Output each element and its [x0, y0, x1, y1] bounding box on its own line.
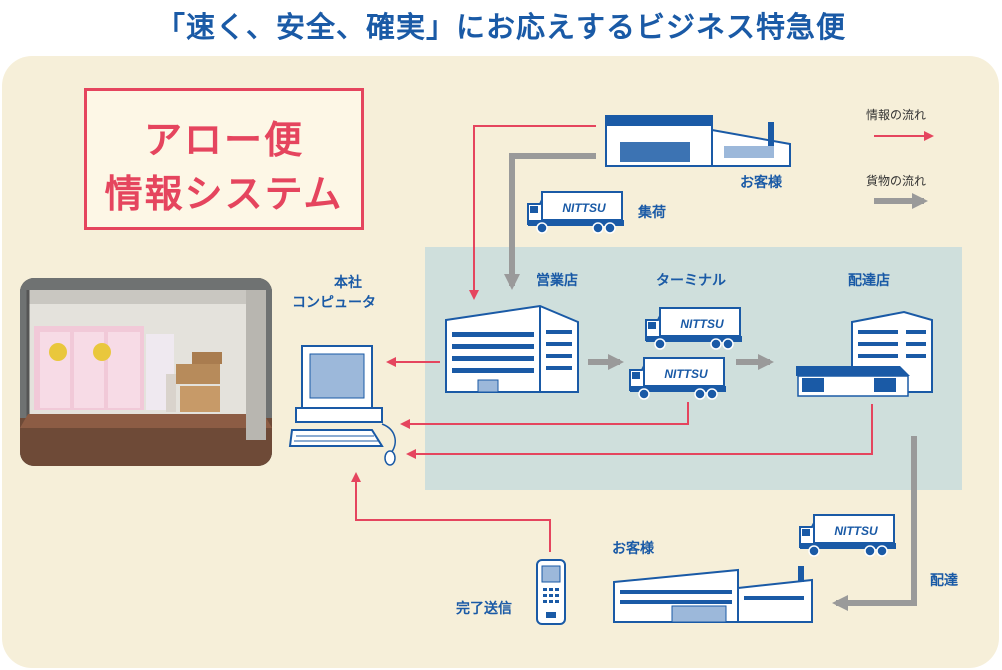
terminal-label: ターミナル — [656, 273, 726, 289]
sales-office-building — [445, 304, 579, 393]
customer-top-label: お客様 — [740, 175, 782, 191]
hq-label-line1: 本社 — [334, 275, 362, 291]
info-arrow-customer-to-sales — [469, 125, 596, 300]
info-arrow-delivery-to-hq — [406, 404, 873, 459]
cargo-flow-lines — [504, 153, 917, 611]
pickup-truck: NITTSU — [527, 191, 625, 234]
delivery-office-building — [796, 310, 933, 397]
sales-office-label: 営業店 — [536, 273, 578, 289]
delivery-truck: NITTSU — [799, 514, 897, 557]
customer-bottom-label: お客様 — [612, 541, 654, 557]
hq-label-line2: コンピュータ — [292, 295, 376, 311]
info-arrow-terminal-to-hq — [400, 402, 689, 429]
completion-label: 完了送信 — [456, 601, 512, 617]
system-title-line1: アロー便 — [143, 118, 304, 162]
delivery-office-label: 配達店 — [848, 273, 890, 289]
truck-label: NITTSU — [834, 524, 878, 538]
legend-info-label: 情報の流れ — [866, 108, 927, 122]
truck-label: NITTSU — [562, 201, 606, 215]
hq-computer — [288, 345, 396, 466]
info-flow-lines — [351, 125, 873, 552]
handheld-scanner — [536, 559, 566, 625]
system-title-line2: 情報システム — [104, 172, 344, 216]
cargo-arrow-customer-to-sales — [504, 153, 596, 290]
terminal-truck-1: NITTSU — [645, 307, 743, 350]
info-arrow-scanner-to-hq — [351, 472, 551, 552]
pickup-label: 集荷 — [638, 205, 666, 221]
terminal-truck-2: NITTSU — [629, 357, 727, 400]
container-photo — [20, 278, 272, 466]
customer-factory-top — [605, 115, 791, 167]
system-title-box: アロー便 情報システム — [84, 88, 364, 230]
customer-factory-bottom — [613, 566, 813, 623]
truck-label: NITTSU — [664, 367, 708, 381]
delivery-label: 配達 — [930, 573, 958, 589]
legend-cargo-label: 貨物の流れ — [866, 174, 927, 188]
truck-label: NITTSU — [680, 317, 724, 331]
cargo-arrow-delivery-to-customer — [832, 436, 917, 611]
page-title: 「速く、安全、確実」にお応えするビジネス特急便 — [155, 10, 846, 44]
